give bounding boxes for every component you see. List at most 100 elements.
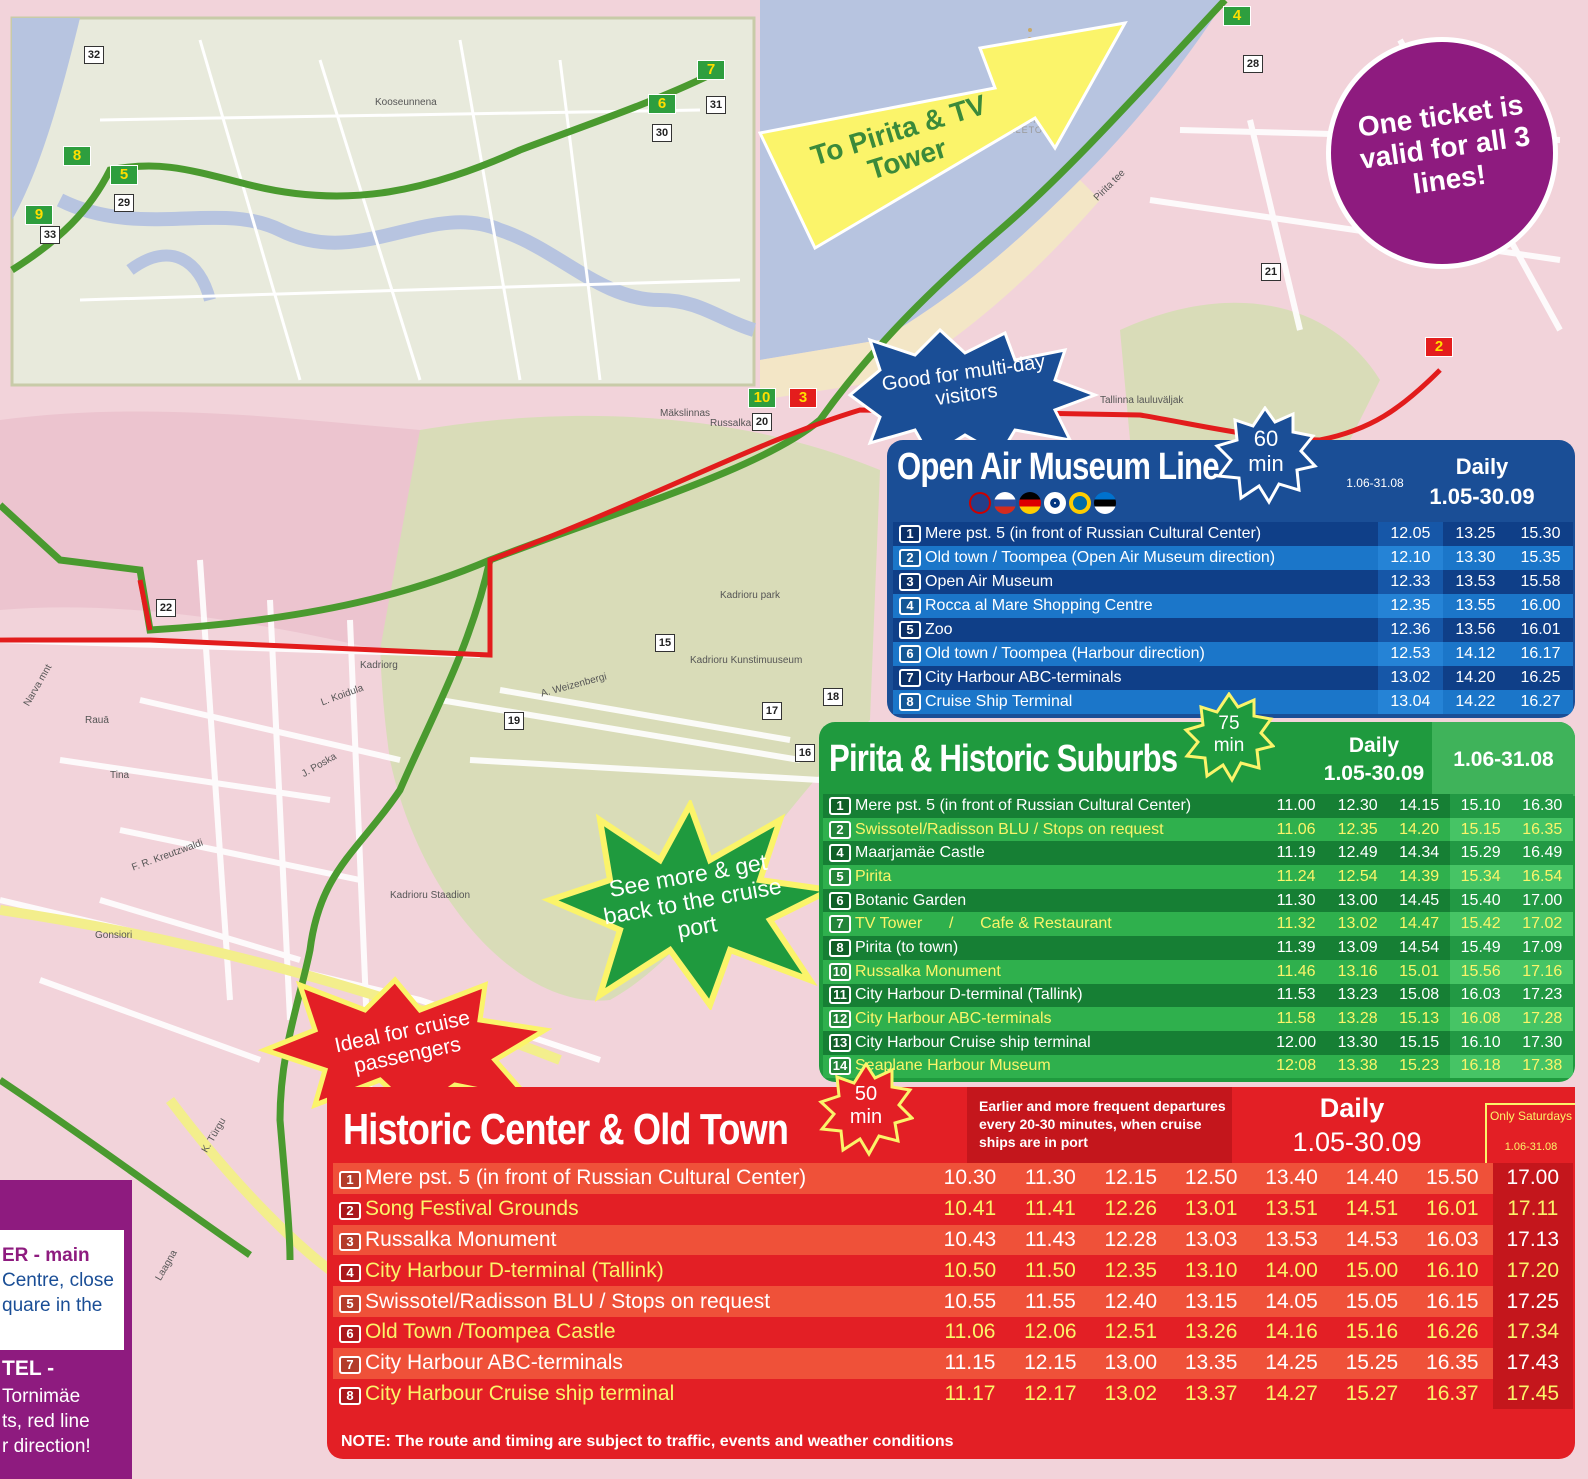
stop-marker[interactable]: 31 — [706, 96, 726, 114]
departure-time: 15.08 — [1399, 986, 1440, 1004]
departure-time: 17.09 — [1511, 936, 1573, 960]
stop-name: Russalka Monument — [365, 1227, 557, 1251]
pirita-period: 1.05-30.09 — [1323, 762, 1425, 785]
departure-time: 12:08 — [1276, 1057, 1317, 1075]
stop-number: 6 — [339, 1325, 361, 1344]
pirita-daily: Daily — [1348, 734, 1400, 757]
historic-note-header-bg — [967, 1087, 1232, 1163]
route-flag-marker[interactable]: 6 — [648, 94, 676, 114]
departure-time: 11.46 — [1276, 962, 1316, 980]
departure-time: 13.53 — [1455, 573, 1496, 590]
stop-marker[interactable]: 21 — [1261, 263, 1281, 281]
departure-time: 10.50 — [943, 1258, 997, 1282]
departure-time: 17.43 — [1492, 1347, 1573, 1379]
departure-time: 11.43 — [1024, 1227, 1076, 1251]
route-flag-marker[interactable]: 5 — [110, 165, 138, 185]
departure-time: 12.50 — [1184, 1166, 1238, 1190]
departure-time: 14.20 — [1399, 820, 1440, 838]
departure-time: 15.42 — [1449, 912, 1512, 937]
stop-marker[interactable]: 20 — [752, 413, 772, 431]
departure-time: 13.28 — [1337, 1010, 1378, 1028]
departure-time: 11.30 — [1276, 891, 1316, 909]
stop-number: 4 — [829, 844, 851, 863]
route-flag-marker[interactable]: 10 — [748, 388, 776, 408]
open-air-daily: Daily — [1455, 454, 1509, 479]
stop-marker[interactable]: 33 — [40, 226, 60, 244]
open-air-duration-badge — [1214, 406, 1318, 505]
stop-marker[interactable]: 29 — [114, 194, 134, 212]
departure-time: 12.26 — [1104, 1197, 1158, 1221]
stop-marker[interactable]: 28 — [1243, 55, 1263, 73]
street-label: Rauā — [85, 715, 109, 726]
departure-time: 15.00 — [1345, 1258, 1399, 1282]
stop-marker[interactable]: 30 — [652, 124, 672, 142]
stop-marker[interactable]: 32 — [84, 46, 104, 64]
stop-number: 10 — [829, 962, 851, 981]
street-label: Kadrioru Kunstimuuseum — [690, 655, 803, 666]
departure-time: 15.05 — [1345, 1289, 1399, 1313]
stop-marker[interactable]: 15 — [655, 634, 675, 652]
departure-time: 16.17 — [1520, 645, 1561, 662]
historic-panel: Historic Center & Old Town Earlier and m… — [327, 1087, 1575, 1459]
stop-marker[interactable]: 22 — [156, 599, 176, 617]
finland-flag-icon — [1044, 492, 1066, 514]
stop-marker[interactable]: 16 — [795, 744, 815, 762]
route-flag-marker[interactable]: 4 — [1223, 6, 1251, 26]
inset-river — [56, 193, 757, 337]
stop-number: 14 — [829, 1057, 851, 1076]
departure-time: 16.27 — [1520, 693, 1561, 710]
departure-time: 15.34 — [1449, 865, 1512, 889]
departure-time: 15.49 — [1449, 936, 1512, 960]
stop-marker[interactable]: 19 — [504, 712, 524, 730]
stop-marker[interactable]: 17 — [762, 702, 782, 720]
departure-time: 13.55 — [1455, 597, 1496, 614]
route-flag-marker[interactable]: 9 — [25, 205, 53, 225]
historic-duration-badge — [818, 1062, 914, 1157]
departure-time: 13.09 — [1337, 938, 1378, 956]
route-flag-marker[interactable]: 8 — [63, 146, 91, 166]
left-panel-line3: quare in the — [2, 1295, 103, 1316]
departure-time: 11.24 — [1276, 867, 1316, 885]
departure-time: 17.00 — [1511, 888, 1573, 913]
yellow-route-2 — [166, 1096, 334, 1274]
departure-time: 16.10 — [1426, 1258, 1479, 1282]
departure-time: 15.15 — [1399, 1033, 1440, 1051]
stop-marker[interactable]: 18 — [823, 688, 843, 706]
departure-time: 14.45 — [1399, 891, 1440, 909]
departure-time: 14.54 — [1399, 938, 1440, 956]
departure-time: 14.47 — [1399, 915, 1440, 933]
to-pirita-arrow — [757, 20, 1128, 251]
stop-number: 6 — [899, 645, 921, 663]
route-flag-marker[interactable]: 2 — [1425, 337, 1453, 357]
route-flag-marker[interactable]: 3 — [789, 388, 817, 408]
stop-name: TV Tower / Cafe & Restaurant — [855, 915, 1112, 933]
departure-time: 11.17 — [944, 1381, 996, 1405]
departure-time: 17.11 — [1492, 1193, 1573, 1225]
open-air-panel: Open Air Museum Line 1.06-31.08 Daily 1.… — [887, 440, 1575, 718]
route-flag-marker[interactable]: 7 — [697, 60, 725, 80]
green-route — [0, 0, 1228, 634]
stop-name: Rocca al Mare Shopping Centre — [925, 597, 1153, 614]
departure-time: 16.00 — [1520, 597, 1561, 614]
stop-number: 12 — [829, 1010, 851, 1029]
stop-name: City Harbour D-terminal (Tallink) — [365, 1258, 664, 1282]
